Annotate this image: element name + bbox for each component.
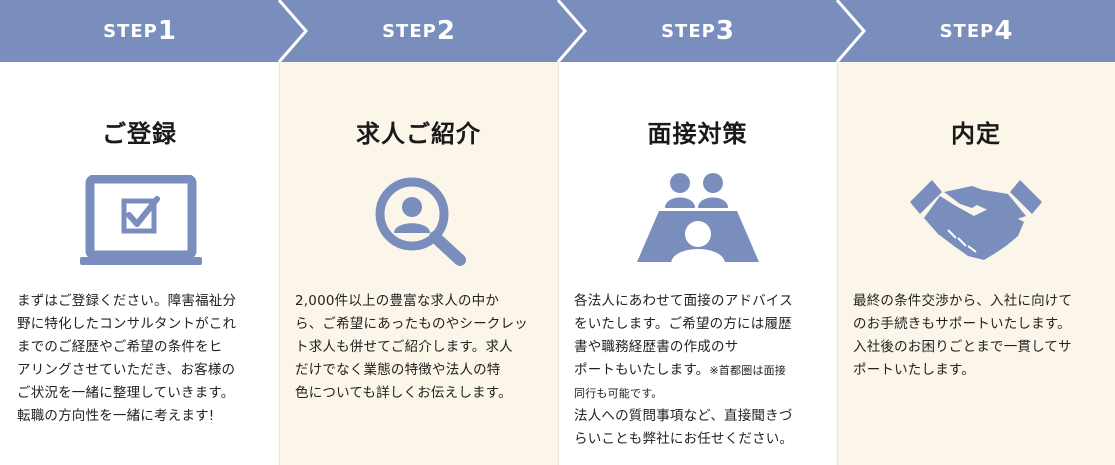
description-line: 野に特化したコンサルタントがこれ [17,316,237,332]
step-3-description: 各法人にあわせて面接のアドバイス をいたします。ご希望の方には履歴 書や職務経歴… [574,290,793,451]
description-note: ※首都圏は面接 [709,364,787,377]
chevron-right-icon [835,0,866,62]
step-1-description: まずはご登録ください。障害福祉分 野に特化したコンサルタントがこれ までのご経歴… [17,290,236,428]
divider [279,62,280,465]
description-line: ら、ご希望にあったものやシークレッ [295,316,528,332]
step-2-column [279,62,558,465]
step-header-bar [0,0,1115,62]
description-line: 同行も可能です。 [574,387,663,400]
description-line: アリングさせていただき、お客様の [17,362,236,378]
step-4-title: 内定 [951,120,1001,148]
step-3-title: 面接対策 [647,120,748,148]
chevron-right-icon [556,0,587,62]
description-line: 法人への質問事項など、直接聞きづ [574,408,793,424]
step-1-label: STEP1 [103,16,176,46]
description-line: 各法人にあわせて面接のアドバイス [574,293,793,309]
description-line: だけでなく業態の特徴や法人の特 [295,362,501,378]
divider [558,62,559,465]
interview-table-icon [637,173,759,264]
step-4-description: 最終の条件交渉から、入社に向けて のお手続きもサポートいたします。 入社後のお困… [853,290,1072,382]
step-4-column [837,62,1115,465]
description-line: ご状況を一緒に整理していきます。 [17,385,235,401]
description-line: のお手続きもサポートいたします。 [853,316,1071,332]
step-2-description: 2,000件以上の豊富な求人の中か ら、ご希望にあったものやシークレッ ト求人も… [295,290,528,405]
step-2-title: 求人ご紹介 [356,120,481,148]
person-search-icon [375,177,466,266]
description-line: までのご経歴やご希望の条件をヒ [17,339,223,355]
description-line: ポートいたします。 [853,362,975,378]
description-line: 書や職務経歴書の作成のサ [574,339,739,355]
description-line: 入社後のお困りごとまで一貫してサ [853,339,1072,355]
description-line: 転職の方向性を一緒に考えます! [17,408,215,424]
handshake-icon [910,180,1042,260]
step-4-label: STEP4 [939,16,1013,46]
description-line: ト求人も併せてご紹介します。求人 [295,339,513,355]
laptop-check-icon [80,175,202,265]
description-line: まずはご登録ください。障害福祉分 [17,293,237,309]
description-line: ポートもいたします。※首都圏は面接 [574,362,787,378]
description-line: 色についても詳しくお伝えします。 [295,385,512,401]
step-1-title: ご登録 [102,120,177,148]
step-2-label: STEP2 [382,16,455,46]
chevron-right-icon [277,0,308,62]
divider [837,62,838,465]
description-line: 2,000件以上の豊富な求人の中か [295,293,500,309]
description-line: をいたします。ご希望の方には履歴 [574,316,792,332]
description-line: らいことも弊社にお任せください。 [574,431,794,447]
step-3-label: STEP3 [661,16,734,46]
description-line: 最終の条件交渉から、入社に向けて [853,293,1073,309]
